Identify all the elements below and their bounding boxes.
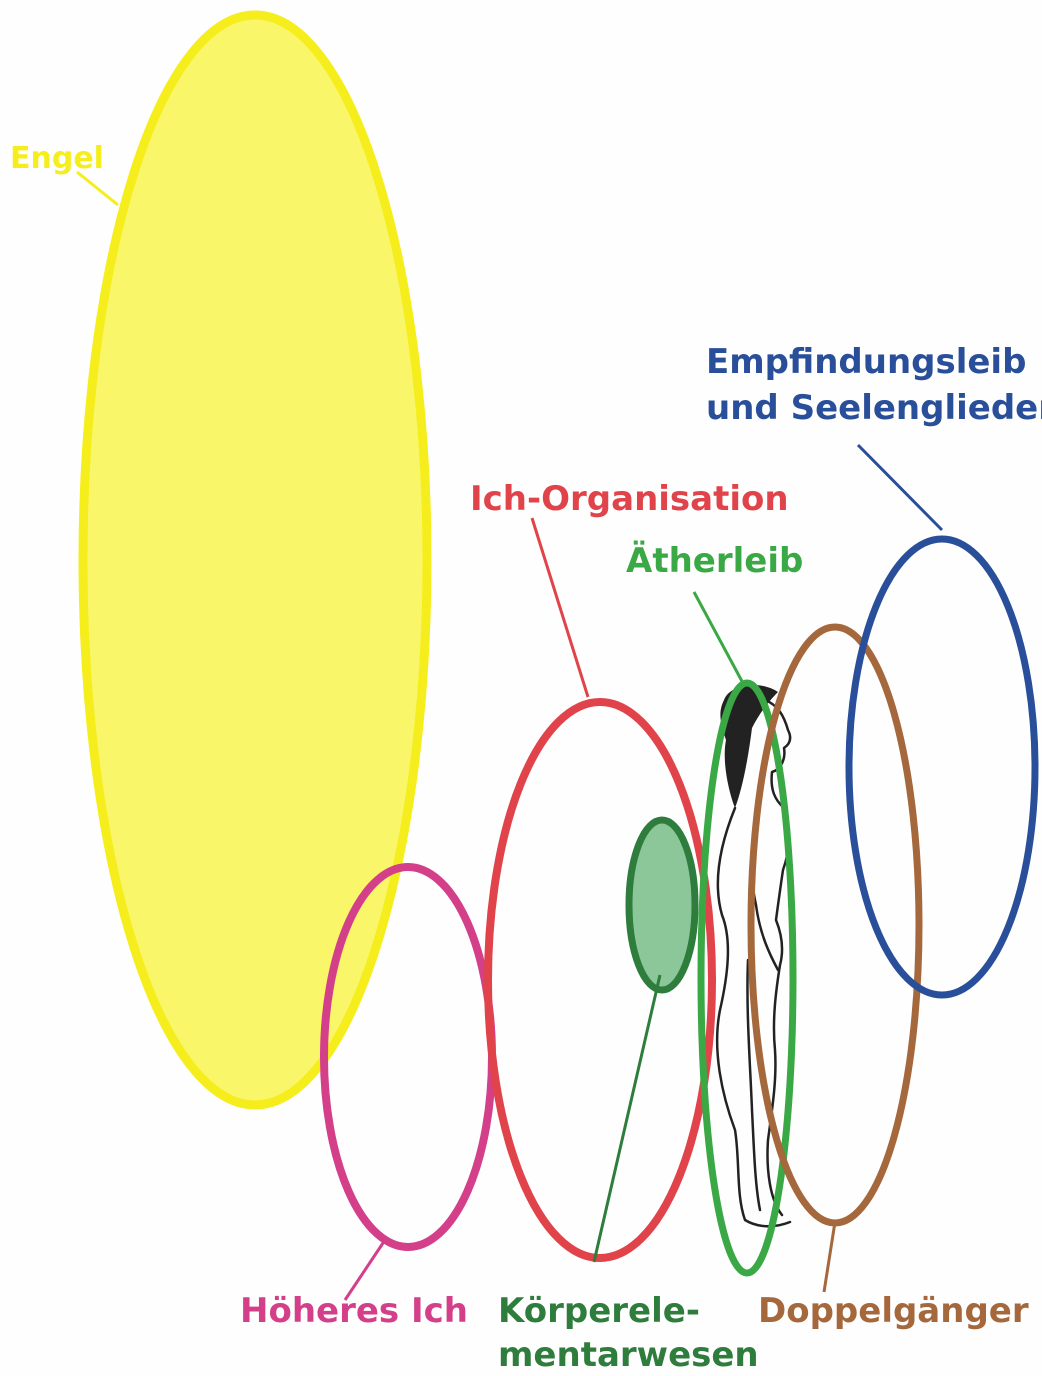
aetherleib-ellipse — [697, 679, 797, 1277]
doppelgaenger-leader-line — [822, 1221, 837, 1293]
empfindungsleib-label-line1: Empfindungsleib — [706, 342, 1027, 382]
figure-back — [715, 806, 792, 1228]
koerperelementarwesen-leader-line — [592, 974, 662, 1263]
ich-organisation-label: Ich-Organisation — [470, 479, 789, 519]
figure-hair — [720, 685, 778, 808]
empfindungsleib-leader-line — [856, 443, 944, 532]
hoeheres-ich-ellipse — [320, 863, 496, 1251]
hoeheres-ich-leader-line — [343, 1239, 387, 1301]
koerperelementarwesen-label-line1: Körperele- — [498, 1291, 700, 1331]
engel-leader-line — [76, 170, 119, 207]
doppelgaenger-ellipse — [747, 623, 923, 1227]
figure-leg — [746, 958, 762, 1212]
koerperelementarwesen-label-line2: mentarwesen — [498, 1335, 759, 1375]
empfindungsleib-ellipse — [845, 535, 1039, 999]
engel-label: Engel — [10, 141, 104, 176]
aetherleib-leader-line — [692, 591, 746, 686]
ich-organisation-ellipse — [484, 698, 716, 1262]
empfindungsleib-label-line2: und Seelenglieder — [706, 388, 1042, 428]
figure-profile — [763, 698, 792, 1217]
hoeheres-ich-label: Höheres Ich — [240, 1291, 468, 1331]
koerperelementarwesen-ellipse — [625, 816, 699, 994]
ich-organisation-leader-line — [530, 517, 590, 698]
aetherleib-label: Ätherleib — [626, 541, 804, 581]
doppelgaenger-label: Doppelgänger — [758, 1291, 1029, 1331]
engel-ellipse — [78, 10, 432, 1110]
